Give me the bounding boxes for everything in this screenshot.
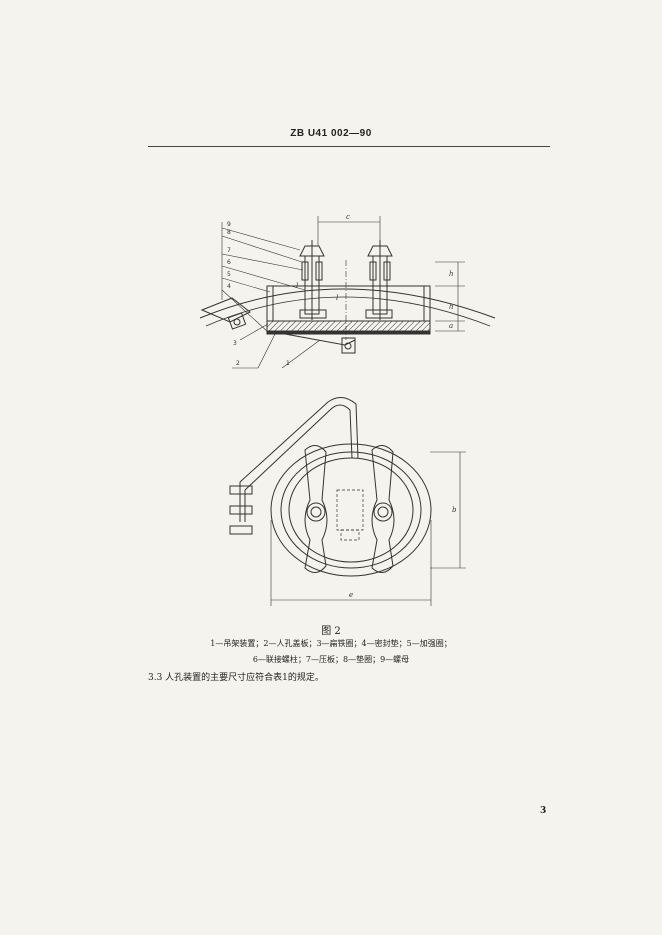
- hanger-rod: [244, 404, 353, 491]
- dim-a: a: [449, 322, 453, 330]
- stud-right: [365, 240, 393, 320]
- cover-plate: [266, 320, 431, 332]
- stud-left: [299, 240, 327, 320]
- reinforcing-ring: [266, 285, 431, 322]
- hanger-lug-left: [227, 312, 247, 330]
- clamp-bar-left: [304, 445, 328, 573]
- callout-9: 9: [227, 221, 231, 228]
- dim-l1: l: [296, 282, 298, 290]
- dim-e: e: [349, 591, 353, 599]
- figure-legend-line-2: 6—联接螺柱；7—压板；8—垫圈；9—螺母: [252, 655, 410, 664]
- gasket: [266, 330, 431, 335]
- nut-right: [373, 502, 393, 522]
- figure-title: 图 2: [321, 626, 341, 637]
- figure-legend-line-1: 1—吊架装置；2—人孔盖板；3—扁铁圈；4—密封垫；5—加强圈；: [210, 639, 452, 648]
- callout-8: 8: [227, 229, 231, 236]
- dim-h1: h: [449, 270, 454, 278]
- standard-code-header: ZB U41 002—90: [290, 128, 372, 139]
- callout-7: 7: [227, 247, 231, 254]
- callout-4: 4: [227, 283, 231, 290]
- hanger-bracket: [229, 485, 253, 495]
- page-number: 3: [540, 806, 547, 816]
- callout-6: 6: [227, 259, 231, 266]
- callout-1: 1: [286, 360, 290, 367]
- dim-c: c: [346, 213, 350, 221]
- callout-2: 2: [236, 360, 240, 367]
- tank-shell-curve: [199, 288, 496, 319]
- clamp-bar-right: [371, 445, 395, 573]
- callout-5: 5: [227, 271, 231, 278]
- nut-left: [306, 502, 326, 522]
- hanger-lug-bottom: [341, 337, 356, 354]
- callout-3: 3: [233, 340, 237, 347]
- header-rule: [148, 146, 550, 147]
- dim-l2: l: [336, 294, 338, 302]
- clause-3-3: 3.3 人孔装置的主要尺寸应符合表1的规定。: [148, 673, 324, 683]
- outer-ring-ellipse: [270, 443, 432, 577]
- dim-h2: h: [449, 303, 454, 311]
- dim-b: b: [452, 506, 457, 514]
